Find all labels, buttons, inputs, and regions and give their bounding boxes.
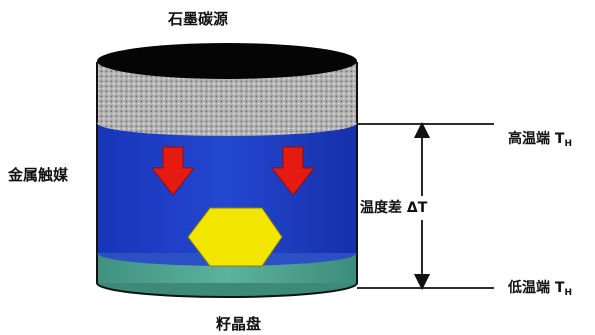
low-temp-symbol: T (554, 280, 565, 296)
high-temp-end-text: 高温端 (508, 131, 550, 147)
high-temp-end-label: 高温端 TH (508, 132, 572, 149)
temperature-difference-label-bg (358, 196, 462, 220)
temperature-difference-label: 温度差 ΔT (360, 201, 427, 215)
graphite-carbon-source-label: 石墨碳源 (168, 10, 229, 28)
temperature-difference-symbol: ΔT (406, 200, 428, 216)
diamond-crystal (187, 207, 283, 267)
low-temp-subscript: H (564, 288, 572, 298)
high-temp-subscript: H (564, 139, 572, 149)
low-temp-end-text: 低温端 (508, 280, 550, 296)
metal-catalyst-label: 金属触媒 (8, 166, 69, 184)
high-temp-symbol: T (554, 131, 565, 147)
graphite-source-layer (96, 43, 358, 136)
temperature-difference-text: 温度差 (360, 200, 402, 216)
seed-plate-label: 籽晶盘 (216, 315, 262, 333)
diffusion-arrow-right (270, 146, 316, 196)
low-temp-end-label: 低温端 TH (508, 281, 572, 298)
diffusion-arrow-left (150, 146, 196, 196)
